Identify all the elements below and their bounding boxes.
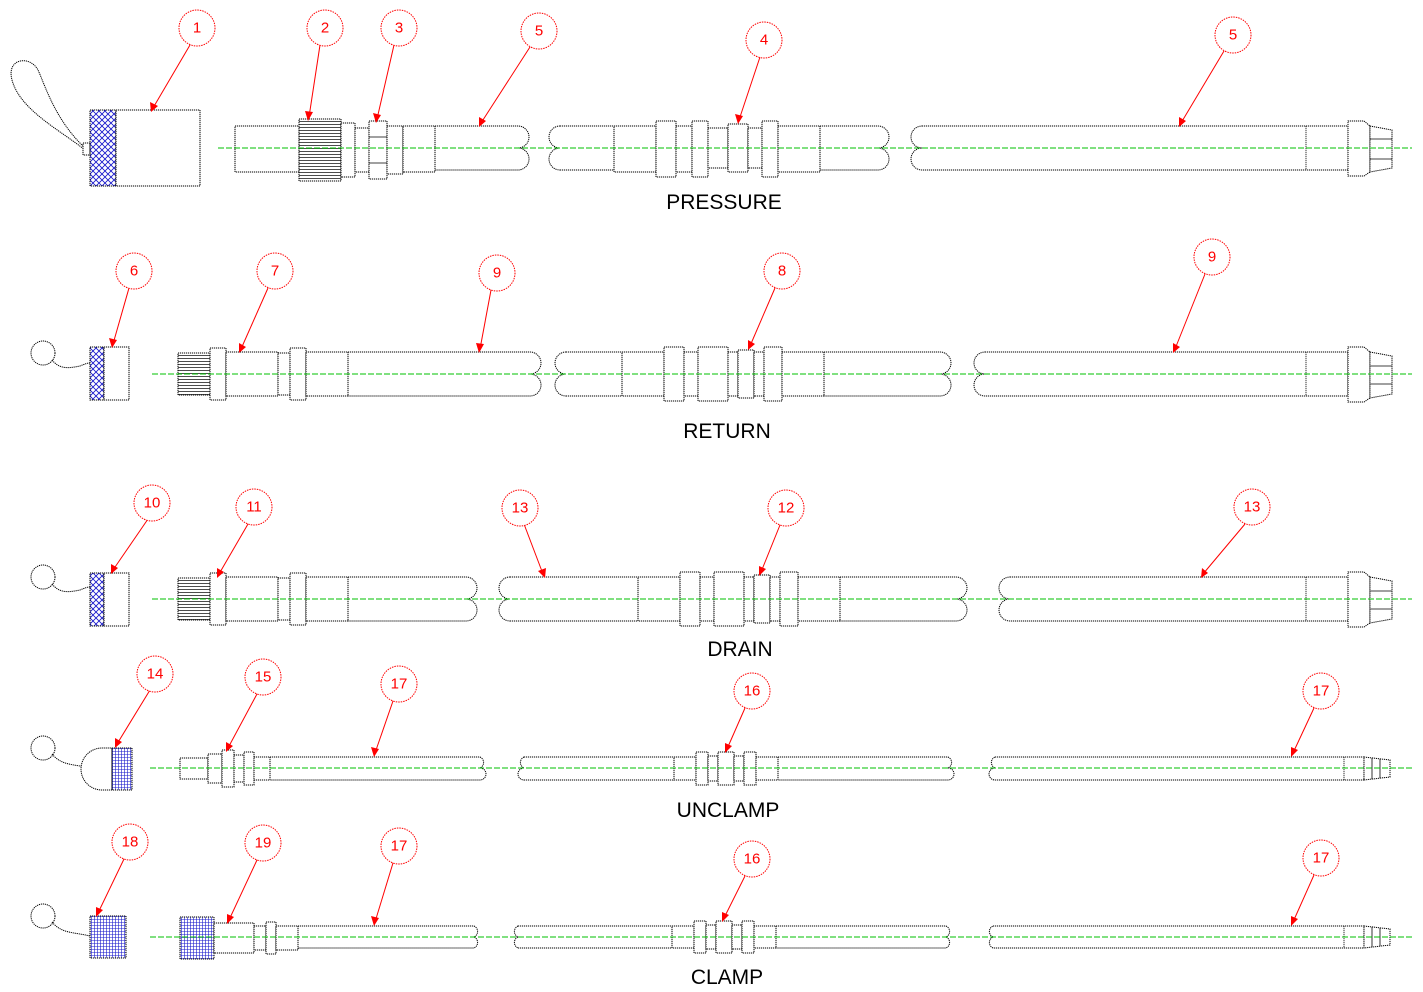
item-balloon: 13: [1201, 488, 1271, 578]
dust-cap-icon: [30, 735, 133, 791]
hose-segment: [778, 756, 1365, 781]
item-balloon: 8: [748, 252, 801, 350]
quick-coupler-icon: [179, 916, 299, 960]
item-balloon: 3: [373, 9, 418, 123]
hose-barb-end-icon: [1347, 571, 1393, 628]
svg-text:4: 4: [760, 32, 768, 49]
item-balloon: 18: [96, 823, 149, 917]
svg-text:3: 3: [395, 20, 403, 37]
row-label-clamp: CLAMP: [691, 966, 763, 989]
item-balloon: 11: [217, 488, 273, 578]
item-balloon: 16: [725, 672, 771, 753]
svg-text:8: 8: [778, 263, 786, 280]
item-balloon: 4: [735, 21, 783, 124]
svg-text:9: 9: [1208, 249, 1216, 266]
svg-text:2: 2: [321, 20, 329, 37]
dust-cap-icon: [30, 564, 130, 627]
row-label-return: RETURN: [683, 420, 771, 443]
row-unclamp: [30, 735, 1412, 791]
row-pressure: [10, 60, 1412, 187]
dust-cap-icon: [30, 903, 127, 959]
item-balloon: 15: [226, 658, 282, 752]
svg-text:14: 14: [147, 666, 164, 683]
item-balloon: 9: [1173, 238, 1231, 353]
svg-text:5: 5: [535, 23, 543, 40]
item-balloon: 7: [239, 252, 294, 353]
row-label-unclamp: UNCLAMP: [677, 799, 780, 822]
svg-text:13: 13: [1244, 499, 1261, 516]
item-balloon: 19: [227, 824, 282, 924]
item-balloon: 14: [115, 655, 174, 748]
svg-text:17: 17: [1313, 683, 1330, 700]
item-balloon: 16: [722, 840, 771, 922]
item-balloon: 13: [501, 489, 546, 578]
item-balloon: 17: [1291, 672, 1340, 757]
hose-splice-fitting-icon: [637, 571, 841, 627]
svg-text:9: 9: [493, 265, 501, 282]
svg-text:18: 18: [122, 834, 139, 851]
svg-text:16: 16: [744, 851, 761, 868]
item-balloon: 2: [305, 9, 344, 121]
item-balloon: 10: [111, 484, 171, 574]
dust-cap-icon: [30, 340, 130, 401]
svg-text:17: 17: [391, 838, 408, 855]
item-balloon: 17: [371, 665, 418, 757]
svg-text:17: 17: [1313, 850, 1330, 867]
svg-text:7: 7: [271, 263, 279, 280]
svg-text:13: 13: [512, 500, 529, 517]
svg-text:15: 15: [255, 669, 272, 686]
item-balloon: 17: [371, 827, 418, 926]
svg-text:10: 10: [144, 495, 161, 512]
row-clamp: [30, 903, 1412, 960]
row-label-pressure: PRESSURE: [666, 191, 782, 214]
dust-cap-icon: [10, 60, 201, 187]
svg-text:5: 5: [1229, 27, 1237, 44]
row-label-drain: DRAIN: [707, 638, 772, 661]
svg-text:17: 17: [391, 676, 408, 693]
hose-splice-fitting-icon: [613, 120, 821, 178]
item-balloon: 5: [1179, 16, 1252, 127]
svg-text:6: 6: [130, 263, 138, 280]
row-return: [30, 340, 1412, 403]
item-balloon: 1: [150, 9, 216, 112]
svg-text:12: 12: [778, 500, 795, 517]
item-balloon: 9: [476, 254, 516, 353]
item-balloon: 5: [479, 12, 558, 127]
svg-text:16: 16: [744, 683, 761, 700]
item-balloon: 6: [109, 252, 153, 348]
item-balloon: 17: [1291, 839, 1340, 926]
hose-barb-end-icon: [1347, 346, 1393, 403]
svg-text:19: 19: [255, 835, 272, 852]
row-drain: [30, 564, 1412, 628]
item-balloon: 12: [759, 489, 805, 576]
quick-coupler-icon: [234, 118, 436, 182]
hose-segment: [298, 925, 672, 949]
svg-text:1: 1: [193, 20, 201, 37]
svg-text:11: 11: [246, 499, 262, 516]
